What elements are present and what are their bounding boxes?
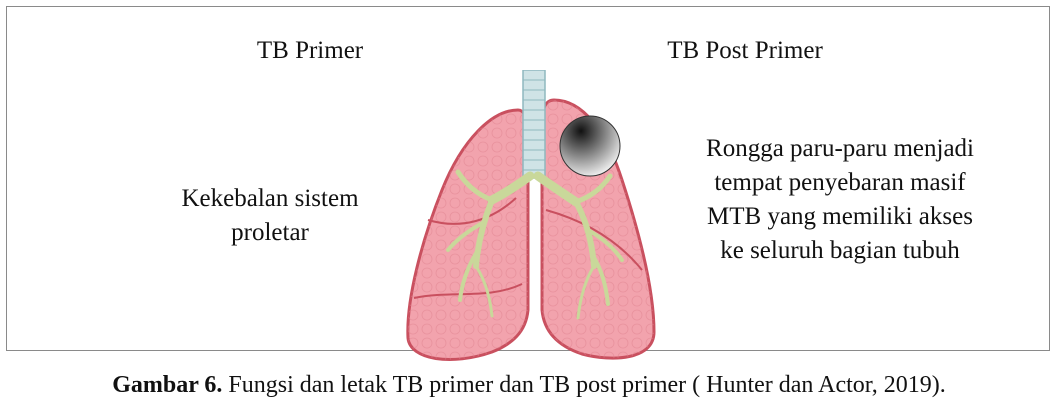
tb-post-primer-title: TB Post Primer — [620, 34, 870, 68]
post-primer-description-line: MTB yang memiliki akses — [675, 200, 1005, 234]
primer-description-line: Kekebalan sistem — [140, 182, 400, 216]
caption-text: Fungsi dan letak TB primer dan TB post p… — [222, 372, 945, 398]
tb-cavity — [560, 116, 620, 176]
post-primer-description: Rongga paru-paru menjadi tempat penyebar… — [675, 132, 1005, 268]
caption-label: Gambar 6. — [112, 372, 222, 398]
trachea — [523, 70, 545, 178]
post-primer-description-line: ke seluruh bagian tubuh — [675, 234, 1005, 268]
figure-caption: Gambar 6. Fungsi dan letak TB primer dan… — [0, 370, 1058, 402]
left-lung — [408, 110, 528, 360]
lungs-illustration — [392, 70, 678, 370]
tb-primer-title: TB Primer — [200, 34, 420, 68]
primer-description: Kekebalan sistem proletar — [140, 182, 400, 250]
primer-description-line: proletar — [140, 216, 400, 250]
post-primer-description-line: Rongga paru-paru menjadi — [675, 132, 1005, 166]
post-primer-description-line: tempat penyebaran masif — [675, 166, 1005, 200]
